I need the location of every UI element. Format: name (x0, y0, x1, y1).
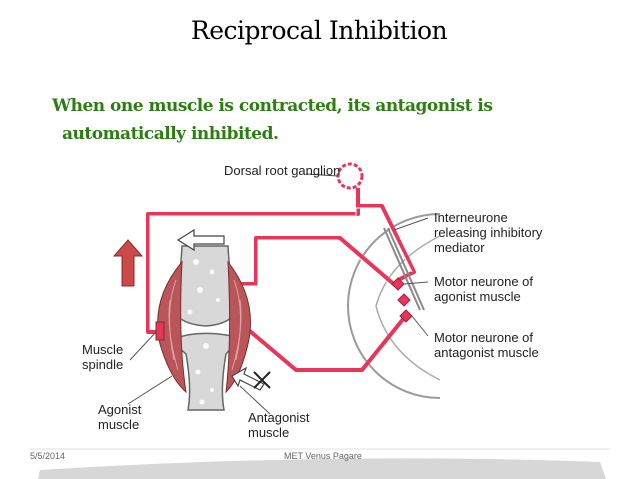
slide-subtitle: When one muscle is contracted, its antag… (52, 92, 612, 148)
antagonist-leader (239, 385, 271, 415)
bone-joint (171, 245, 239, 411)
label-muscle-spindle: Muscle spindle (82, 342, 124, 372)
upper-bone (171, 245, 239, 327)
grey-matter-outline (375, 235, 441, 381)
footer-author: MET Venus Pagare (284, 451, 362, 461)
ganglion-leader-line (305, 173, 339, 177)
sensory-nerve-inner (149, 207, 413, 330)
agonist-leader (127, 375, 173, 405)
motor-antagonist-leader (411, 315, 429, 337)
interneurone-fiber (383, 227, 425, 311)
label-motor-neurone-antagonist: Motor neurone of antagonist muscle (434, 330, 539, 360)
slide-title: Reciprocal Inhibition (190, 16, 448, 45)
lower-bone (175, 332, 234, 411)
impulse-left-arrow (176, 228, 225, 252)
bone-texture (187, 259, 220, 405)
spinal-cord-outline (347, 213, 441, 399)
subtitle-line-2: automatically inhibited. (62, 124, 279, 144)
inhibition-x-mark-icon (253, 371, 271, 389)
subtitle-line-1: When one muscle is contracted, its antag… (52, 96, 493, 116)
agonist-muscle (157, 260, 187, 394)
footer-date: 5/5/2014 (30, 451, 66, 461)
label-agonist-muscle: Agonist muscle (98, 402, 142, 432)
footer-reflection (38, 458, 606, 479)
label-antagonist-muscle: Antagonist muscle (248, 410, 310, 440)
motor-agonist-leader (403, 281, 429, 285)
interneurone-cell (397, 293, 411, 307)
label-dorsal-root-ganglion: Dorsal root ganglion (224, 163, 341, 178)
spindle-leader (129, 331, 157, 361)
dorsal-root-ganglion (336, 162, 364, 190)
muscle-spindle (155, 321, 165, 341)
label-interneurone: Interneurone releasing inhibitory mediat… (434, 210, 543, 255)
contraction-up-arrow (112, 239, 144, 287)
inhibited-arrow (231, 366, 265, 391)
interneurone-leader (393, 217, 429, 231)
label-motor-neurone-agonist: Motor neurone of agonist muscle (434, 274, 534, 304)
